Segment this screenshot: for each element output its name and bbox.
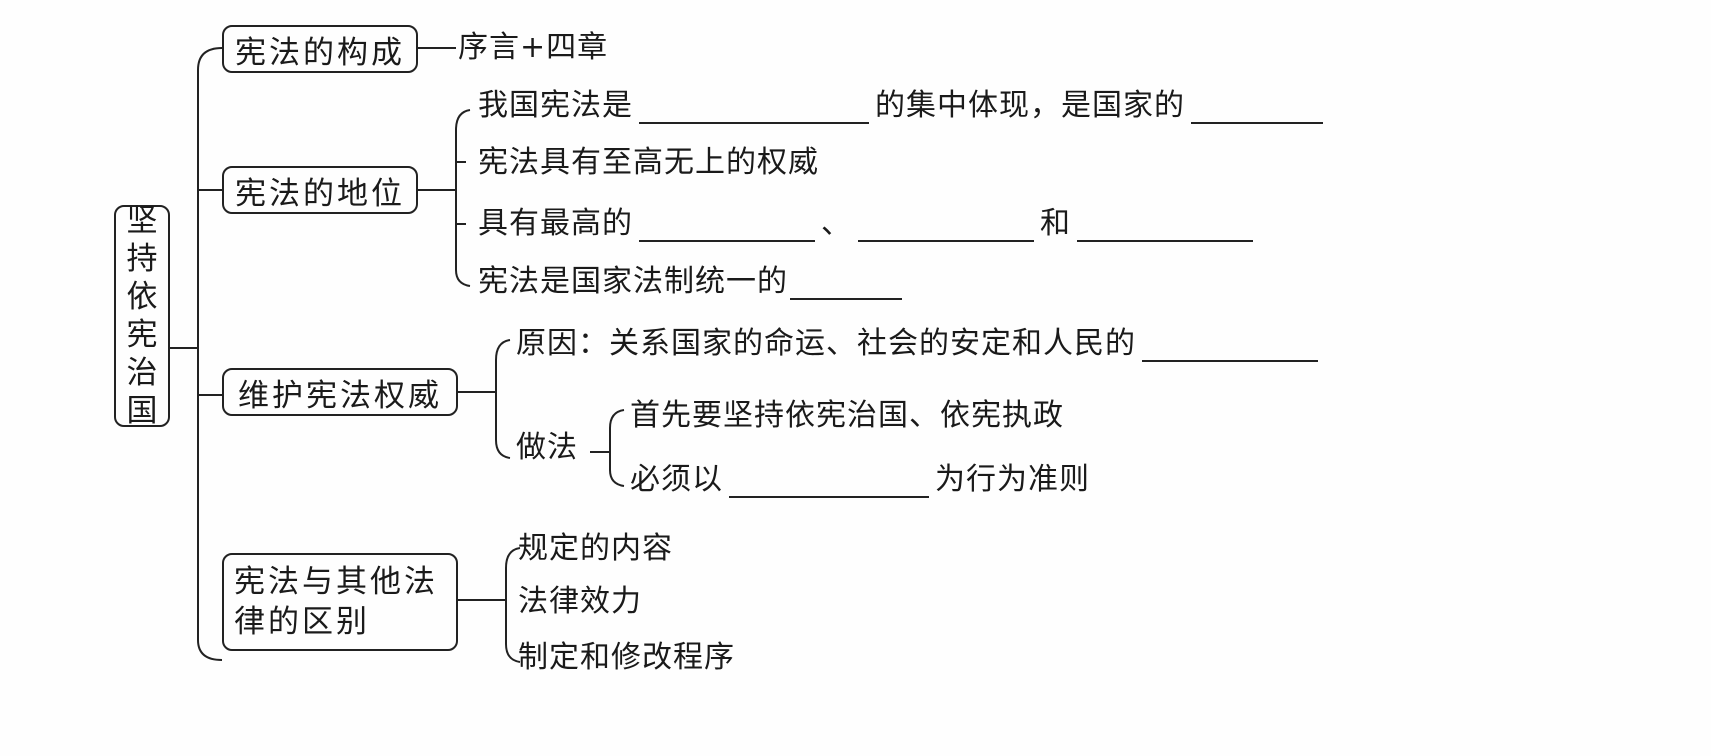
text-segment: 、 <box>821 206 852 241</box>
composition-content: 序言+四章 <box>458 30 609 65</box>
node-status: 宪法的地位 <box>222 166 418 214</box>
practice-item-1: 首先要坚持依宪治国、依宪执政 <box>630 398 1064 433</box>
fill-blank[interactable] <box>790 264 902 300</box>
fill-blank[interactable] <box>639 88 869 124</box>
root-char: 治 <box>126 355 158 391</box>
fill-blank[interactable] <box>639 206 815 242</box>
node-label: 律的区别 <box>234 604 370 640</box>
status-item-2: 宪法具有至高无上的权威 <box>478 145 819 180</box>
difference-item: 法律效力 <box>518 584 642 619</box>
status-item-3: 具有最高的 、 和 <box>478 206 1259 242</box>
root-char: 依 <box>126 279 158 315</box>
node-label: 维护宪法权威 <box>238 377 442 414</box>
text-segment: 和 <box>1040 206 1071 241</box>
node-label: 宪法与其他法 <box>234 564 438 600</box>
reason-label: 原因： <box>516 326 609 361</box>
text-segment: 我国宪法是 <box>478 88 633 123</box>
node-difference: 宪法与其他法 律的区别 <box>222 553 458 651</box>
fill-blank[interactable] <box>1191 88 1323 124</box>
difference-bracket <box>505 547 521 663</box>
root-char: 宪 <box>126 317 158 353</box>
text-segment: 必须以 <box>630 462 723 497</box>
reason-text: 关系国家的命运、社会的安定和人民的 <box>609 326 1136 361</box>
main-trunk <box>197 47 223 661</box>
text-segment: 的集中体现，是国家的 <box>875 88 1185 123</box>
fill-blank[interactable] <box>858 206 1034 242</box>
node-label: 宪法的构成 <box>235 34 405 71</box>
status-bracket <box>455 109 471 287</box>
root-node: 坚 持 依 宪 治 国 <box>114 203 170 429</box>
authority-bracket <box>495 339 511 459</box>
status-item-4: 宪法是国家法制统一的 <box>478 264 908 300</box>
fill-blank[interactable] <box>1142 326 1318 362</box>
fill-blank[interactable] <box>729 462 929 498</box>
root-char: 持 <box>126 241 158 277</box>
authority-reason: 原因：关系国家的命运、社会的安定和人民的 <box>516 326 1324 362</box>
root-char: 坚 <box>126 203 158 239</box>
difference-item: 制定和修改程序 <box>518 640 735 675</box>
fill-blank[interactable] <box>1077 206 1253 242</box>
node-composition: 宪法的构成 <box>222 25 418 73</box>
practice-label: 做法 <box>516 430 578 465</box>
node-authority: 维护宪法权威 <box>222 368 458 416</box>
status-item-1: 我国宪法是 的集中体现，是国家的 <box>478 88 1329 124</box>
text-segment: 具有最高的 <box>478 206 633 241</box>
node-label: 宪法的地位 <box>235 175 405 212</box>
practice-item-2: 必须以 为行为准则 <box>630 462 1090 498</box>
practice-bracket <box>609 409 625 487</box>
root-char: 国 <box>126 393 158 429</box>
text-segment: 宪法是国家法制统一的 <box>478 264 788 299</box>
difference-item: 规定的内容 <box>518 531 673 566</box>
text-segment: 为行为准则 <box>935 462 1090 497</box>
